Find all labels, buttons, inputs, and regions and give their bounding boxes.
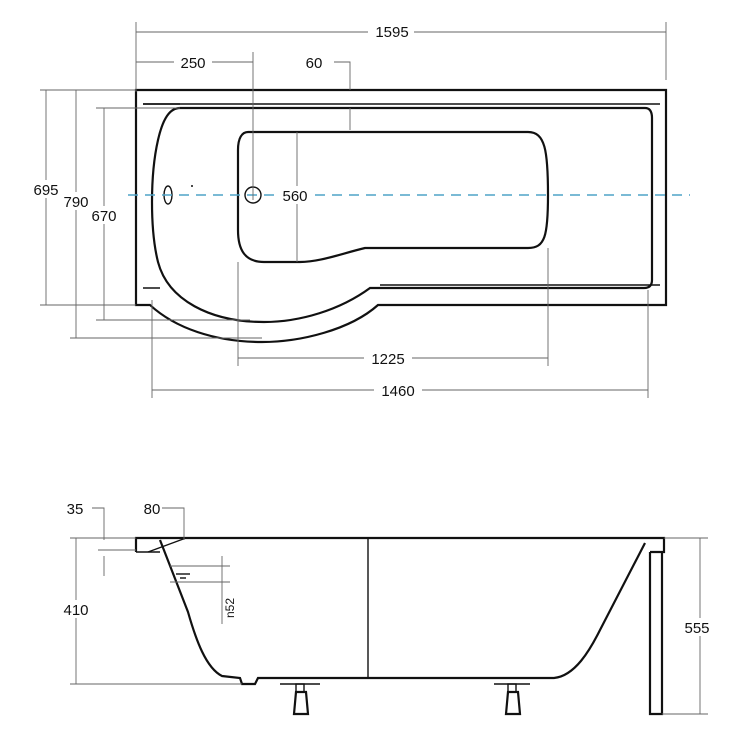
dim-width-790: 790	[63, 194, 88, 211]
dim-80-leader	[162, 507, 185, 540]
dim-60-leader	[334, 61, 351, 90]
dim-35-leader	[92, 507, 105, 540]
side-view-inner-slope	[147, 537, 187, 553]
top-view-outer-rim	[134, 88, 668, 344]
leg-right	[494, 683, 530, 716]
top-view-inner-rim	[150, 106, 654, 324]
side-view-rim	[134, 536, 666, 554]
dim-left-offset: 250	[180, 55, 205, 72]
dim-center-width: 560	[282, 188, 307, 205]
side-view: 35 80 410 n52 555	[58, 501, 718, 716]
top-view-basin	[236, 130, 550, 264]
dim-rim: 35	[67, 501, 84, 518]
small-dot	[191, 185, 193, 187]
dim-inner-length: 1225	[371, 351, 404, 368]
dim-width-695: 695	[33, 182, 58, 199]
dim-overall-length: 1595	[375, 24, 408, 41]
dim-ledge: 80	[144, 501, 161, 518]
dim-depth: 410	[63, 602, 88, 619]
leg-left	[280, 683, 320, 716]
dim-overflow: n52	[223, 598, 237, 618]
top-view: 1595 250 60 560 1225 1460 695	[28, 22, 690, 400]
dim-top-offset: 60	[306, 55, 323, 72]
dim-height: 555	[684, 620, 709, 637]
dim-width-670: 670	[91, 208, 116, 225]
side-view-skirt-panel	[648, 552, 664, 716]
dim-outer-length: 1460	[381, 383, 414, 400]
side-view-body	[158, 539, 646, 686]
